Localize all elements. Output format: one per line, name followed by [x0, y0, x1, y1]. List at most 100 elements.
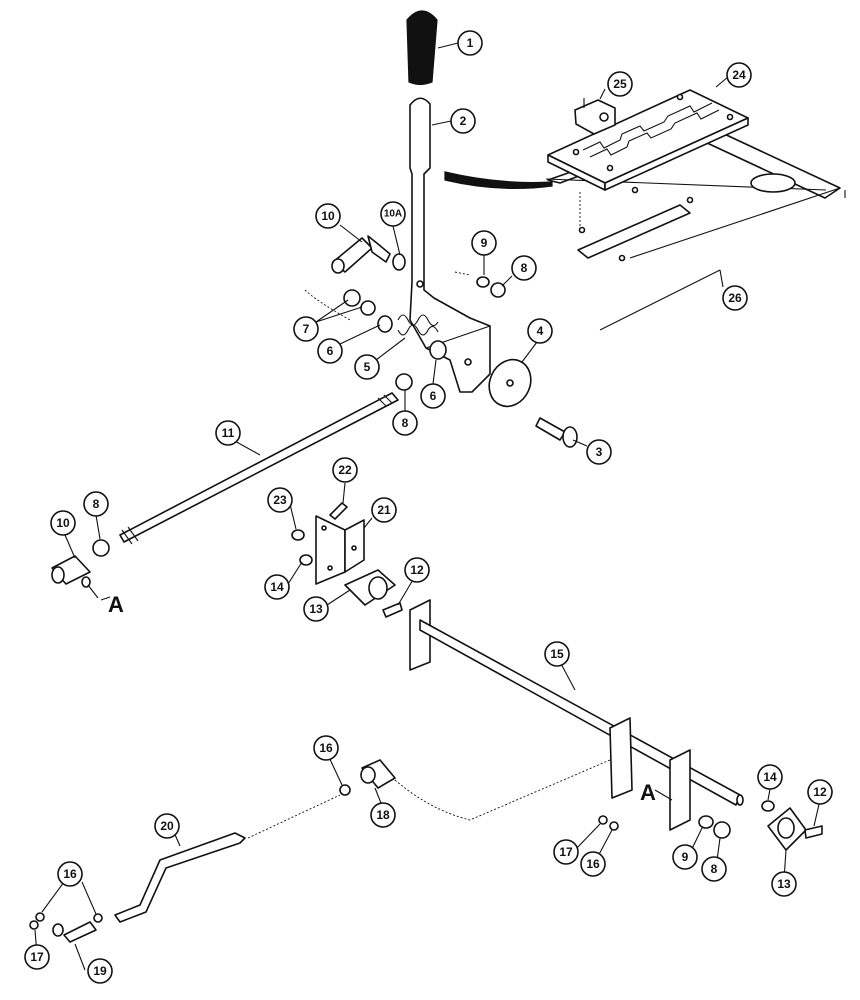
callout-16-right: 16 [580, 851, 606, 877]
nuts-16-17-lower-right [598, 815, 619, 831]
shift-rod [119, 392, 399, 545]
svg-text:5: 5 [364, 360, 371, 374]
bearing-bolt-lower [804, 825, 823, 839]
callout-6-left: 6 [317, 338, 343, 364]
callout-22: 22 [332, 457, 358, 483]
callout-4: 4 [527, 318, 553, 344]
svg-text:9: 9 [481, 236, 488, 250]
svg-text:14: 14 [270, 580, 284, 594]
callout-16-left: 16 [57, 861, 83, 887]
svg-text:15: 15 [550, 647, 564, 661]
ball-joint [360, 759, 396, 789]
svg-text:16: 16 [586, 857, 600, 871]
svg-text:4: 4 [537, 324, 544, 338]
svg-text:8: 8 [711, 862, 718, 876]
svg-text:6: 6 [430, 389, 437, 403]
svg-text:18: 18 [376, 808, 390, 822]
callout-6-right: 6 [420, 383, 446, 409]
pivot-pin [52, 921, 97, 943]
shift-gate-plate [547, 89, 749, 191]
callout-19: 19 [87, 958, 113, 984]
washers-and-spring [377, 314, 447, 360]
callout-10-lower: 10 [50, 510, 76, 536]
reference-letter-a-left: A [108, 592, 124, 617]
svg-text:23: 23 [273, 493, 287, 507]
svg-text:16: 16 [319, 741, 333, 755]
assembly-arrow [444, 171, 553, 190]
nuts-16-17-lower-left [29, 912, 103, 930]
nut-8-rod [92, 539, 110, 557]
reference-letter-a-right: A [640, 780, 656, 805]
svg-text:8: 8 [93, 497, 100, 511]
nut-8-upper [490, 282, 506, 298]
callout-14-lower: 14 [757, 764, 783, 790]
nut-8-lower [713, 821, 731, 839]
svg-text:16: 16 [63, 867, 77, 881]
callout-17-left: 17 [24, 944, 50, 970]
callout-14-upper: 14 [264, 574, 290, 600]
svg-text:19: 19 [93, 964, 107, 978]
callout-12-lower: 12 [807, 779, 833, 805]
callout-11: 11 [215, 420, 241, 446]
callout-8-lower: 8 [701, 856, 727, 882]
callout-9-lower: 9 [672, 844, 698, 870]
svg-text:13: 13 [309, 602, 323, 616]
svg-text:10: 10 [321, 209, 335, 223]
svg-text:20: 20 [160, 819, 174, 833]
callout-10-upper: 10 [315, 203, 341, 229]
svg-text:14: 14 [763, 770, 777, 784]
svg-text:26: 26 [728, 291, 742, 305]
nut-9-lower [698, 815, 714, 829]
callout-9-upper: 9 [471, 230, 497, 256]
flange-bearing-lower [767, 807, 807, 851]
svg-text:17: 17 [559, 845, 573, 859]
callout-3: 3 [586, 439, 612, 465]
callout-1: 1 [457, 30, 483, 56]
svg-text:7: 7 [303, 322, 310, 336]
svg-text:9: 9 [682, 850, 689, 864]
bearing-bolt-upper [382, 602, 403, 618]
callout-15: 15 [544, 641, 570, 667]
callout-20: 20 [154, 813, 180, 839]
svg-text:17: 17 [30, 950, 44, 964]
svg-text:8: 8 [402, 416, 409, 430]
flange-bearing-upper [344, 569, 396, 606]
large-washer [488, 358, 532, 408]
callout-16-upper: 16 [313, 735, 339, 761]
callout-10a: 10A [380, 201, 406, 227]
nut-9-upper [476, 276, 490, 288]
callout-12-upper: 12 [404, 557, 430, 583]
carriage-bolt [535, 417, 578, 448]
callout-17-right: 17 [553, 839, 579, 865]
callout-8-upper: 8 [511, 255, 537, 281]
rod-end-clevis [51, 555, 91, 588]
callout-26: 26 [722, 285, 748, 311]
svg-text:11: 11 [222, 426, 235, 440]
svg-text:25: 25 [613, 77, 627, 91]
nuts-7 [343, 289, 376, 316]
svg-text:8: 8 [521, 261, 528, 275]
cross-shaft [409, 599, 744, 831]
svg-text:24: 24 [732, 68, 746, 82]
svg-text:21: 21 [377, 503, 391, 517]
callout-13-lower: 13 [771, 871, 797, 897]
bent-link-rod [114, 832, 246, 923]
angle-bracket [315, 515, 365, 585]
svg-text:12: 12 [410, 563, 424, 577]
callout-24: 24 [726, 62, 752, 88]
callout-7: 7 [293, 316, 319, 342]
spacer-8 [395, 373, 413, 391]
svg-text:2: 2 [460, 114, 467, 128]
callout-13-upper: 13 [303, 596, 329, 622]
callout-18: 18 [370, 802, 396, 828]
bracket-bolt [329, 502, 348, 520]
bracket-nut [291, 529, 305, 541]
svg-text:12: 12 [813, 785, 827, 799]
callout-25: 25 [607, 71, 633, 97]
callout-5: 5 [354, 354, 380, 380]
svg-text:13: 13 [777, 877, 791, 891]
svg-text:22: 22 [338, 463, 352, 477]
callout-8-lever: 8 [392, 410, 418, 436]
callout-2: 2 [450, 108, 476, 134]
